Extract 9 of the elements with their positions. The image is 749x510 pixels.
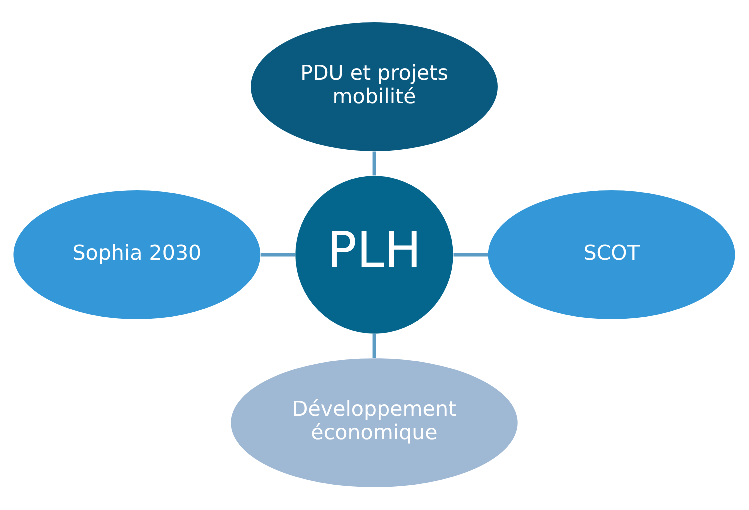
node-ellipse: Développement économique xyxy=(231,358,518,488)
connector xyxy=(372,334,376,358)
connector xyxy=(372,152,376,176)
connector xyxy=(260,253,296,257)
node-ellipse: SCOT xyxy=(488,190,736,320)
connector xyxy=(454,253,488,257)
node-ellipse: Sophia 2030 xyxy=(14,190,261,320)
node-ellipse: PDU et projets mobilité xyxy=(251,22,498,152)
node-circle: PLH xyxy=(296,176,454,334)
